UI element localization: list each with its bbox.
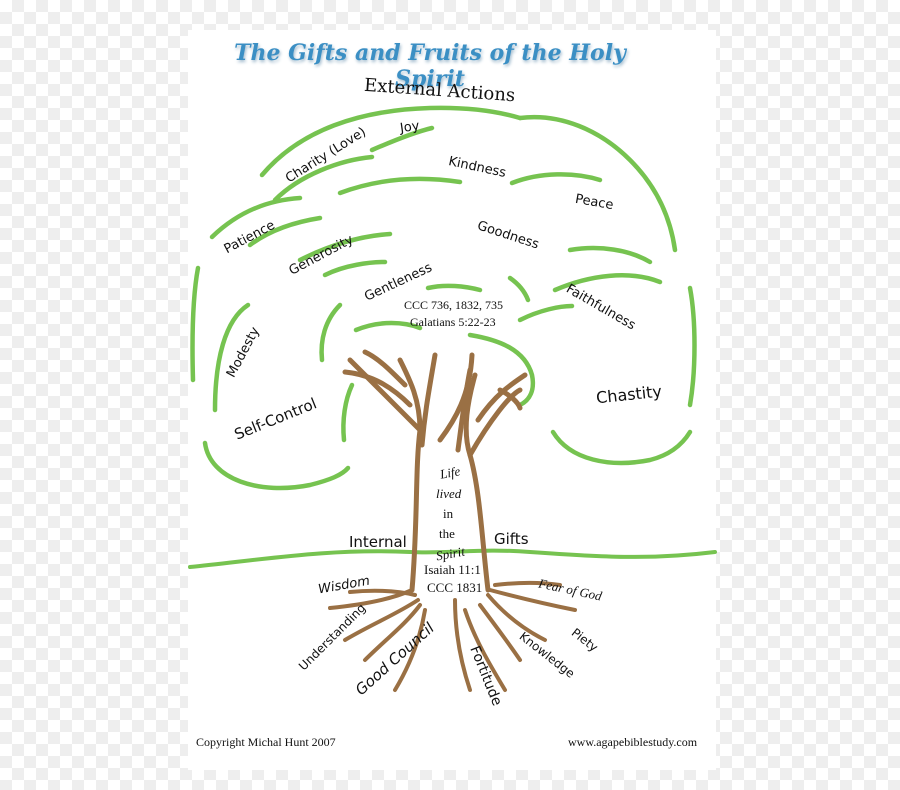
roots — [328, 580, 577, 692]
copyright-text: Copyright Michal Hunt 2007 — [196, 735, 336, 749]
trunk-and-branches — [342, 349, 528, 593]
ground-line — [188, 548, 717, 569]
diagram-panel — [188, 30, 716, 770]
canopy-strokes — [190, 105, 697, 491]
fruit-joy: Joy — [399, 118, 421, 137]
root-reference-1: Isaiah 11:1 — [424, 562, 481, 577]
canopy-reference-2: Galatians 5:22-23 — [410, 315, 496, 329]
ground-label-gifts: Gifts — [494, 530, 529, 548]
trunk-text-lived: lived — [436, 486, 462, 501]
diagram-title: The Gifts and Fruits of the Holy Spirit — [234, 40, 626, 92]
root-reference-2: CCC 1831 — [427, 580, 483, 595]
trunk-text-in: in — [443, 506, 454, 521]
website-link[interactable]: www.agapebiblestudy.com — [568, 735, 698, 749]
ground-label-internal: Internal — [349, 533, 407, 551]
canopy-reference-1: CCC 736, 1832, 735 — [404, 298, 504, 312]
trunk-text-the: the — [439, 526, 455, 541]
